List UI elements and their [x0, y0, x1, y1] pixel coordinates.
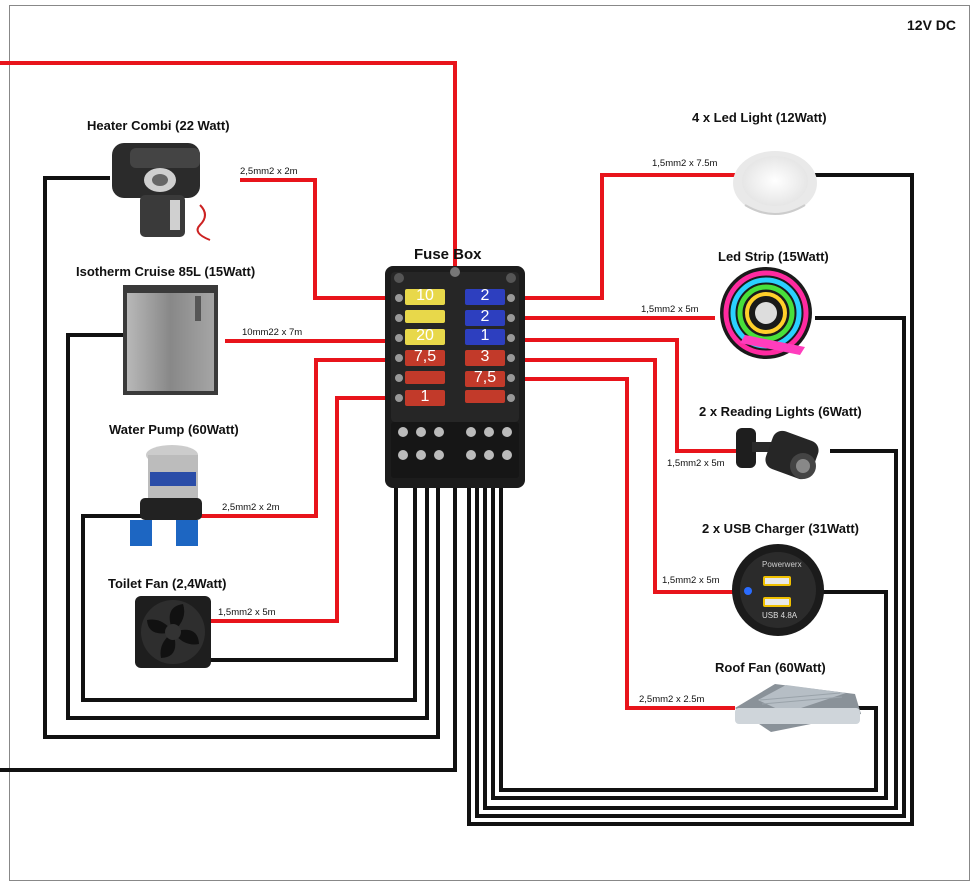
fuse-right-3 — [465, 329, 505, 345]
fuse-left-6 — [405, 390, 445, 406]
usb-label: 2 x USB Charger (31Watt) — [702, 521, 859, 536]
fuse-right-1-rating: 2 — [480, 287, 490, 304]
roof-fan-negative-wire — [499, 470, 878, 792]
fuse-left-1 — [405, 289, 445, 305]
fridge-icon — [123, 285, 218, 395]
usb-cable-label: 1,5mm2 x 5m — [662, 575, 720, 586]
led-strip-negative-wire — [475, 316, 906, 818]
toilet-fan-icon — [135, 596, 211, 668]
fuse-right-2-rating: 2 — [480, 308, 490, 325]
usb-brand-label: Powerwerx — [762, 560, 802, 569]
usb-negative-wire — [491, 470, 888, 800]
reading-positive-wire — [515, 338, 738, 453]
fuse-box-title: Fuse Box — [414, 246, 482, 263]
heater-positive-wire — [240, 178, 395, 300]
pump-cable-label: 2,5mm2 x 2m — [222, 502, 280, 513]
pump-negative-wire — [81, 470, 417, 702]
reading-label: 2 x Reading Lights (6Watt) — [699, 404, 862, 419]
led-light-negative-wire — [467, 173, 914, 826]
fridge-label: Isotherm Cruise 85L (15Watt) — [76, 264, 256, 279]
heater-label: Heater Combi (22 Watt) — [87, 118, 230, 133]
fuse-right-3-rating: 1 — [480, 327, 490, 344]
negative-wires — [0, 173, 914, 826]
led-light-icon — [733, 151, 817, 215]
usb-positive-wire — [515, 358, 735, 594]
led-strip-cable-label: 1,5mm2 x 5m — [641, 304, 699, 315]
fuse-left-4-rating: 7,5 — [413, 348, 437, 365]
reading-cable-label: 1,5mm2 x 5m — [667, 458, 725, 469]
fuse-left-2 — [405, 310, 445, 323]
roof-fan-positive-wire — [515, 377, 735, 710]
led-strip-label: Led Strip (15Watt) — [718, 249, 829, 264]
roof-fan-label: Roof Fan (60Watt) — [715, 660, 826, 675]
toilet-fan-cable-label: 1,5mm2 x 5m — [218, 607, 276, 618]
main-negative-wire — [0, 470, 457, 772]
roof-fan-cable-label: 2,5mm2 x 2.5m — [639, 694, 705, 705]
usb-spec-label: USB 4.8A — [762, 611, 798, 620]
fuse-right-2 — [465, 310, 505, 326]
fuse-right-6 — [465, 390, 505, 403]
led-light-cable-label: 1,5mm2 x 7.5m — [652, 158, 718, 169]
water-pump-icon — [130, 445, 202, 546]
toilet-fan-label: Toilet Fan (2,4Watt) — [108, 576, 227, 591]
reading-light-icon — [736, 428, 819, 480]
toilet-fan-negative-wire — [210, 470, 398, 662]
led-light-label: 4 x Led Light (12Watt) — [692, 110, 827, 125]
led-strip-icon — [720, 267, 812, 359]
usb-charger-icon — [732, 544, 824, 636]
voltage-label: 12V DC — [907, 17, 957, 33]
main-positive-wire — [0, 61, 457, 272]
heater-negative-wire — [43, 176, 440, 739]
fridge-negative-wire — [66, 333, 429, 720]
reading-negative-wire — [483, 449, 898, 810]
fuse-box — [385, 266, 525, 488]
fuse-left-3 — [405, 329, 445, 345]
pump-label: Water Pump (60Watt) — [109, 422, 239, 437]
fuse-right-1 — [465, 289, 505, 305]
fuse-left-3-rating: 20 — [416, 327, 434, 344]
fuse-right-5 — [465, 371, 505, 387]
diagram-frame — [9, 5, 970, 881]
toilet-fan-positive-wire — [210, 396, 395, 623]
roof-fan-icon — [735, 684, 861, 732]
fuse-right-4-rating: 3 — [480, 348, 490, 365]
fuse-right-5-rating: 7,5 — [473, 369, 497, 386]
pump-positive-wire — [192, 358, 395, 518]
fuse-left-6-rating: 1 — [420, 388, 430, 405]
fuse-left-5 — [405, 371, 445, 384]
positive-wires — [0, 61, 745, 710]
heater-icon — [112, 143, 211, 241]
led-light-positive-wire — [515, 173, 745, 300]
heater-cable-label: 2,5mm2 x 2m — [240, 166, 298, 177]
fuse-left-4 — [405, 350, 445, 366]
fuse-right-4 — [465, 350, 505, 366]
fuse-left-1-rating: 10 — [416, 287, 434, 304]
fridge-cable-label: 10mm22 x 7m — [242, 327, 303, 338]
